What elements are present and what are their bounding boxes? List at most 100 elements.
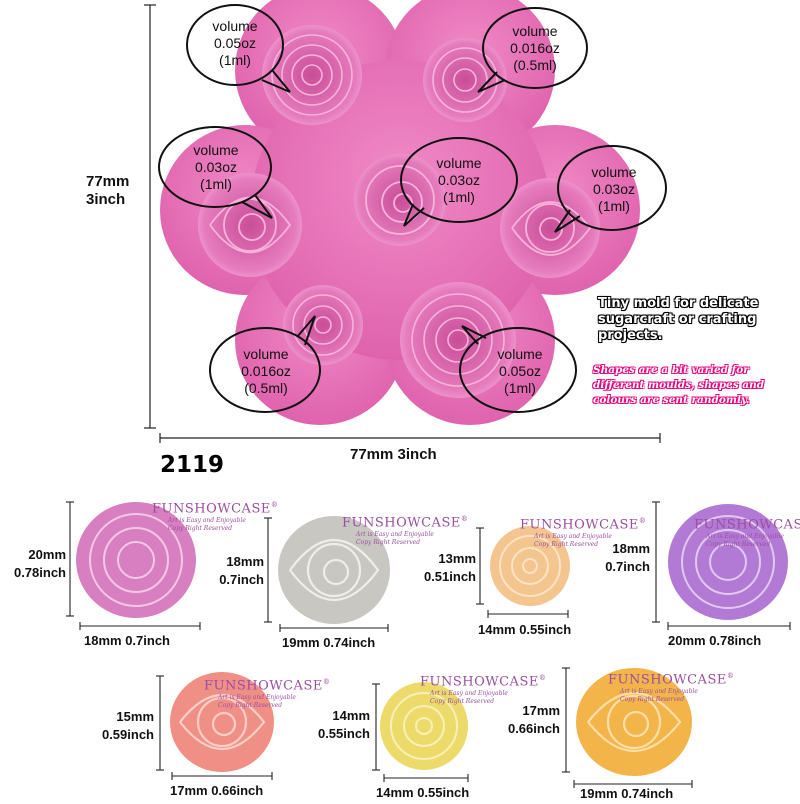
sample-height-inch: 0.51inch xyxy=(423,569,476,584)
sample-height-label: 17mm 0.66inch xyxy=(496,702,560,738)
volume-bubble-outline xyxy=(186,4,291,93)
volume-label: volume xyxy=(212,18,258,34)
brand-watermark: FUNSHOWCASE® xyxy=(608,672,734,687)
mold-cavity xyxy=(198,173,302,277)
brand-name: FUNSHOWCASE xyxy=(420,674,539,690)
volume-label: volume xyxy=(591,164,637,180)
brand-tagline-2: Copy Right Reserved xyxy=(706,541,771,548)
mold-height-label: 77mm 3inch xyxy=(86,173,129,209)
mold-cavity xyxy=(423,38,507,122)
tiny-mold-note: Tiny mold for delicate sugarcraft or cra… xyxy=(598,296,759,343)
mold-width-dimension-line xyxy=(159,433,661,443)
volume-bubble: volume 0.03oz (1ml) xyxy=(413,155,505,206)
sample-height-label: 18mm 0.7inch xyxy=(204,553,264,589)
volume-oz: 0.05oz xyxy=(498,363,542,379)
volume-label: volume xyxy=(497,346,543,362)
sample-height-label: 18mm 0.7inch xyxy=(588,540,650,576)
brand-tagline-2: Copy Right Reserved xyxy=(356,539,421,546)
sample-height-inch: 0.59inch xyxy=(101,727,154,742)
sample-height-mm: 17mm xyxy=(522,703,560,718)
brand-name: FUNSHOWCASE xyxy=(694,517,800,533)
sample-height-label: 14mm 0.55inch xyxy=(306,707,370,743)
mold-width-label: 77mm 3inch xyxy=(350,446,437,463)
mold-cavity xyxy=(400,282,516,398)
silicone-mold xyxy=(160,0,640,425)
sample-flower-7 xyxy=(576,668,692,776)
volume-bubble: volume 0.03oz (1ml) xyxy=(568,164,660,215)
sample-width-label: 19mm 0.74inch xyxy=(580,786,674,801)
brand-mark: ® xyxy=(726,672,735,680)
brand-tagline-2: Copy Right Reserved xyxy=(534,541,599,548)
volume-bubble-outline xyxy=(400,137,518,227)
brand-watermark: FUNSHOWCASE® xyxy=(420,674,546,689)
brand-tagline-2: Copy Right Reserved xyxy=(620,696,685,703)
mold-height-inch: 3inch xyxy=(86,191,126,208)
sample-flower-6 xyxy=(380,682,468,770)
brand-name: FUNSHOWCASE xyxy=(204,678,323,694)
mold-cavity xyxy=(354,154,446,246)
volume-bubble-outline xyxy=(554,145,667,233)
brand-tagline-1: Art is Easy and Enjoyable xyxy=(620,688,698,695)
volume-oz: 0.016oz xyxy=(510,40,560,56)
volume-bubble-outline xyxy=(209,315,321,413)
sample-flower-5 xyxy=(170,672,274,772)
brand-mark: ® xyxy=(270,501,279,509)
sample-height-label: 15mm 0.59inch xyxy=(88,708,154,744)
volume-bubble: volume 0.03oz (1ml) xyxy=(170,142,262,193)
sample-height-mm: 14mm xyxy=(332,708,370,723)
volume-label: volume xyxy=(193,142,239,158)
brand-tagline-2: Copy Right Reserved xyxy=(430,698,495,705)
volume-ml: (0.5ml) xyxy=(244,380,288,396)
brand-tagline-2: Copy Right Reserved xyxy=(168,525,233,532)
sample-height-mm: 15mm xyxy=(116,709,154,724)
brand-name: FUNSHOWCASE xyxy=(152,501,271,517)
sample-width-label: 17mm 0.66inch xyxy=(170,783,264,798)
volume-oz: 0.03oz xyxy=(592,181,636,197)
volume-label: volume xyxy=(512,23,558,39)
brand-name: FUNSHOWCASE xyxy=(608,672,727,688)
sample-height-mm: 18mm xyxy=(612,541,650,556)
brand-mark: ® xyxy=(538,674,547,682)
volume-ml: (1ml) xyxy=(598,198,630,214)
sample-height-inch: 0.78inch xyxy=(13,565,66,580)
sample-height-inch: 0.66inch xyxy=(507,721,560,736)
volume-oz: 0.016oz xyxy=(241,363,291,379)
brand-mark: ® xyxy=(322,678,331,686)
mold-cavity xyxy=(283,285,363,365)
brand-mark: ® xyxy=(460,515,469,523)
volume-ml: (1ml) xyxy=(504,380,536,396)
brand-watermark: FUNSHOWCASE® xyxy=(152,501,278,516)
brand-tagline-1: Art is Easy and Enjoyable xyxy=(430,690,508,697)
mold-height-dimension-line xyxy=(144,4,156,429)
volume-oz: 0.03oz xyxy=(194,159,238,175)
sample-height-mm: 18mm xyxy=(226,554,264,569)
sample-flower-4 xyxy=(668,504,788,620)
sample-width-label: 14mm 0.55inch xyxy=(376,785,470,800)
brand-tagline-1: Art is Easy and Enjoyable xyxy=(706,533,784,540)
brand-name: FUNSHOWCASE xyxy=(520,517,639,533)
brand-watermark: FUNSHOWCASE® xyxy=(204,678,330,693)
brand-tagline-1: Art is Easy and Enjoyable xyxy=(168,517,246,524)
sample-height-inch: 0.55inch xyxy=(317,726,370,741)
brand-watermark: FUNSHOWCASE® xyxy=(342,515,468,530)
brand-tagline-1: Art is Easy and Enjoyable xyxy=(356,531,434,538)
volume-bubble-outline xyxy=(158,126,273,219)
product-code: 2119 xyxy=(160,452,225,478)
brand-mark: ® xyxy=(638,517,647,525)
sample-width-label: 14mm 0.55inch xyxy=(478,622,572,637)
volume-ml: (1ml) xyxy=(219,52,251,68)
sample-height-inch: 0.7inch xyxy=(219,572,264,587)
sample-height-mm: 13mm xyxy=(438,551,476,566)
volume-ml: (0.5ml) xyxy=(513,57,557,73)
volume-label: volume xyxy=(436,155,482,171)
brand-tagline-1: Art is Easy and Enjoyable xyxy=(534,533,612,540)
volume-bubble: volume 0.016oz (0.5ml) xyxy=(489,23,581,74)
sample-flower-3 xyxy=(490,526,570,606)
